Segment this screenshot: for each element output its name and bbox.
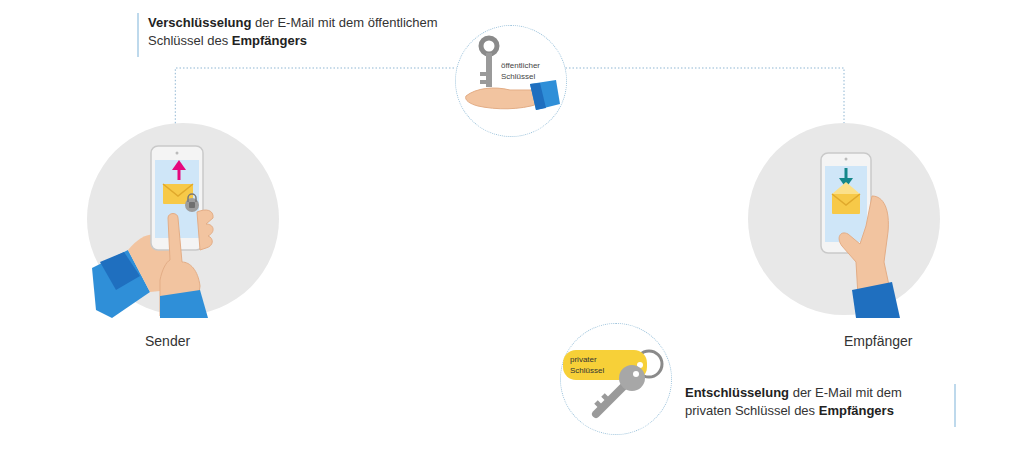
caption-word: öffentlichem: [368, 15, 438, 30]
caption-note: Verschlüsselung der E-Mail mit dem öffen…: [148, 14, 440, 50]
caption-word: E-Mail: [815, 385, 852, 400]
node-label: Sender: [145, 332, 235, 350]
node-label: Empfänger: [844, 332, 944, 350]
dotted-connector: [566, 68, 845, 123]
caption-word: dem: [339, 15, 364, 30]
dotted-connector: [175, 68, 456, 123]
caption-word: mit: [856, 385, 873, 400]
caption-word: privaten: [685, 403, 731, 418]
caption-note: Entschlüsselung der E-Mail mit dem priva…: [685, 384, 949, 420]
caption-word: der: [793, 385, 812, 400]
node-label: privater Schlüssel: [570, 354, 614, 376]
sender-circle: Sender: [87, 123, 279, 315]
callout-bar: [137, 13, 139, 57]
caption-word: des: [207, 33, 228, 48]
caption-word: Empfängers: [232, 33, 307, 48]
caption-word: des: [794, 403, 815, 418]
caption-word: Verschlüsselung: [148, 15, 251, 30]
caption-word: Entschlüsselung: [685, 385, 789, 400]
node-label: öffentlicher Schlüssel: [501, 60, 551, 82]
caption-word: Empfängers: [819, 403, 894, 418]
caption-word: mit: [318, 15, 335, 30]
public-key-circle: öffentlicher Schlüssel: [455, 25, 567, 137]
callout-bar: [954, 384, 956, 427]
caption-word: Schlüssel: [735, 403, 791, 418]
receiver-circle: Empfänger: [748, 123, 940, 315]
caption-word: der: [255, 15, 274, 30]
caption-word: dem: [877, 385, 902, 400]
private-key-circle: privater Schlüssel: [560, 323, 672, 435]
caption-word: E-Mail: [277, 15, 314, 30]
caption-word: Schlüssel: [148, 33, 204, 48]
